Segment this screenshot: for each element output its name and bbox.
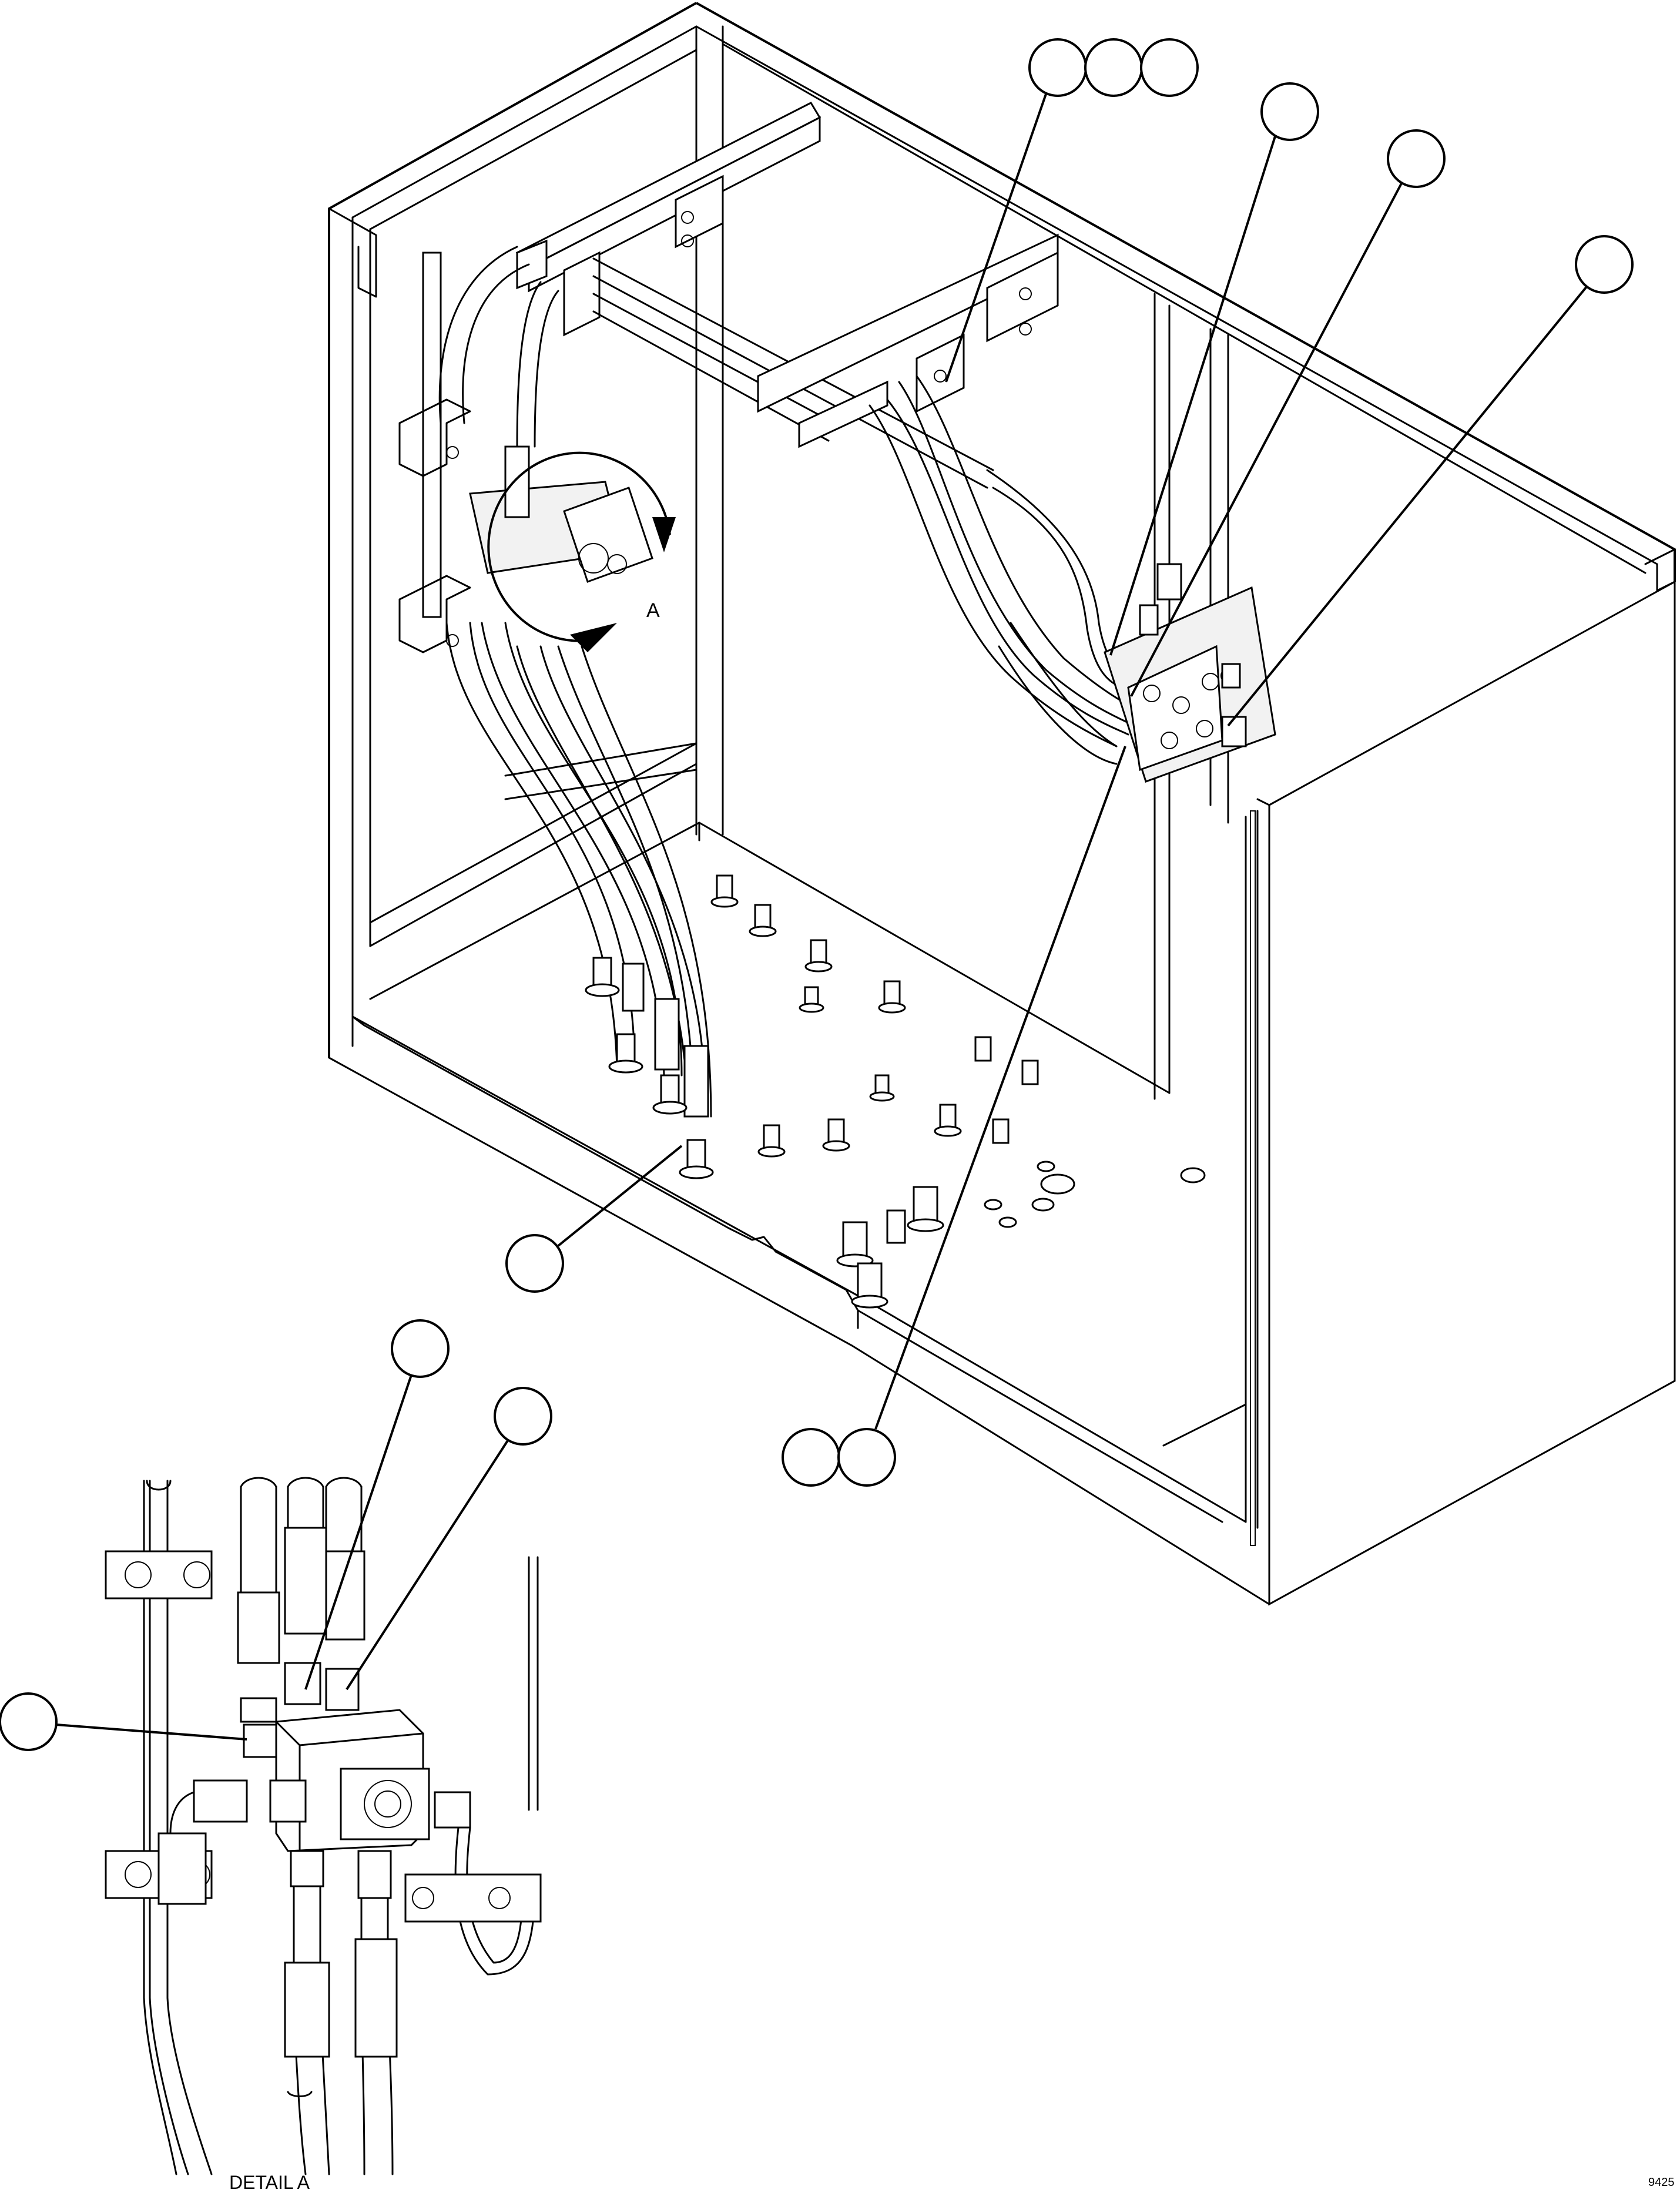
direction-arrow-icon	[570, 623, 617, 652]
callout-balloon	[505, 1234, 564, 1293]
callout-balloon	[494, 1387, 552, 1446]
callout-balloons	[0, 38, 1634, 1751]
callout-balloon	[782, 1428, 840, 1487]
solenoid-valve-main: A	[469, 445, 676, 652]
callout-balloon	[1575, 235, 1634, 294]
view-marker-label: A	[646, 599, 660, 622]
callout-balloon	[1028, 38, 1087, 97]
detail-caption: DETAIL A	[229, 2172, 310, 2193]
direction-arrow-icon	[652, 517, 676, 552]
detail-a-view: DETAIL A	[105, 1477, 542, 2193]
drawing-number: 9425	[1648, 2176, 1675, 2189]
callout-balloon	[0, 1692, 58, 1751]
callout-balloon	[1387, 129, 1446, 188]
callout-balloon	[837, 1428, 896, 1487]
detail-circle-marker	[487, 451, 671, 642]
distribution-manifold	[1104, 563, 1276, 783]
callout-balloon	[1140, 38, 1199, 97]
cabinet-enclosure	[328, 2, 1676, 1606]
callout-balloon	[391, 1319, 450, 1378]
upper-rail-assembly	[515, 102, 1059, 489]
callout-balloon	[1084, 38, 1143, 97]
base-plate-fittings	[585, 874, 1206, 1309]
hose-bundle	[438, 246, 1141, 1118]
callout-balloon	[1260, 82, 1319, 141]
